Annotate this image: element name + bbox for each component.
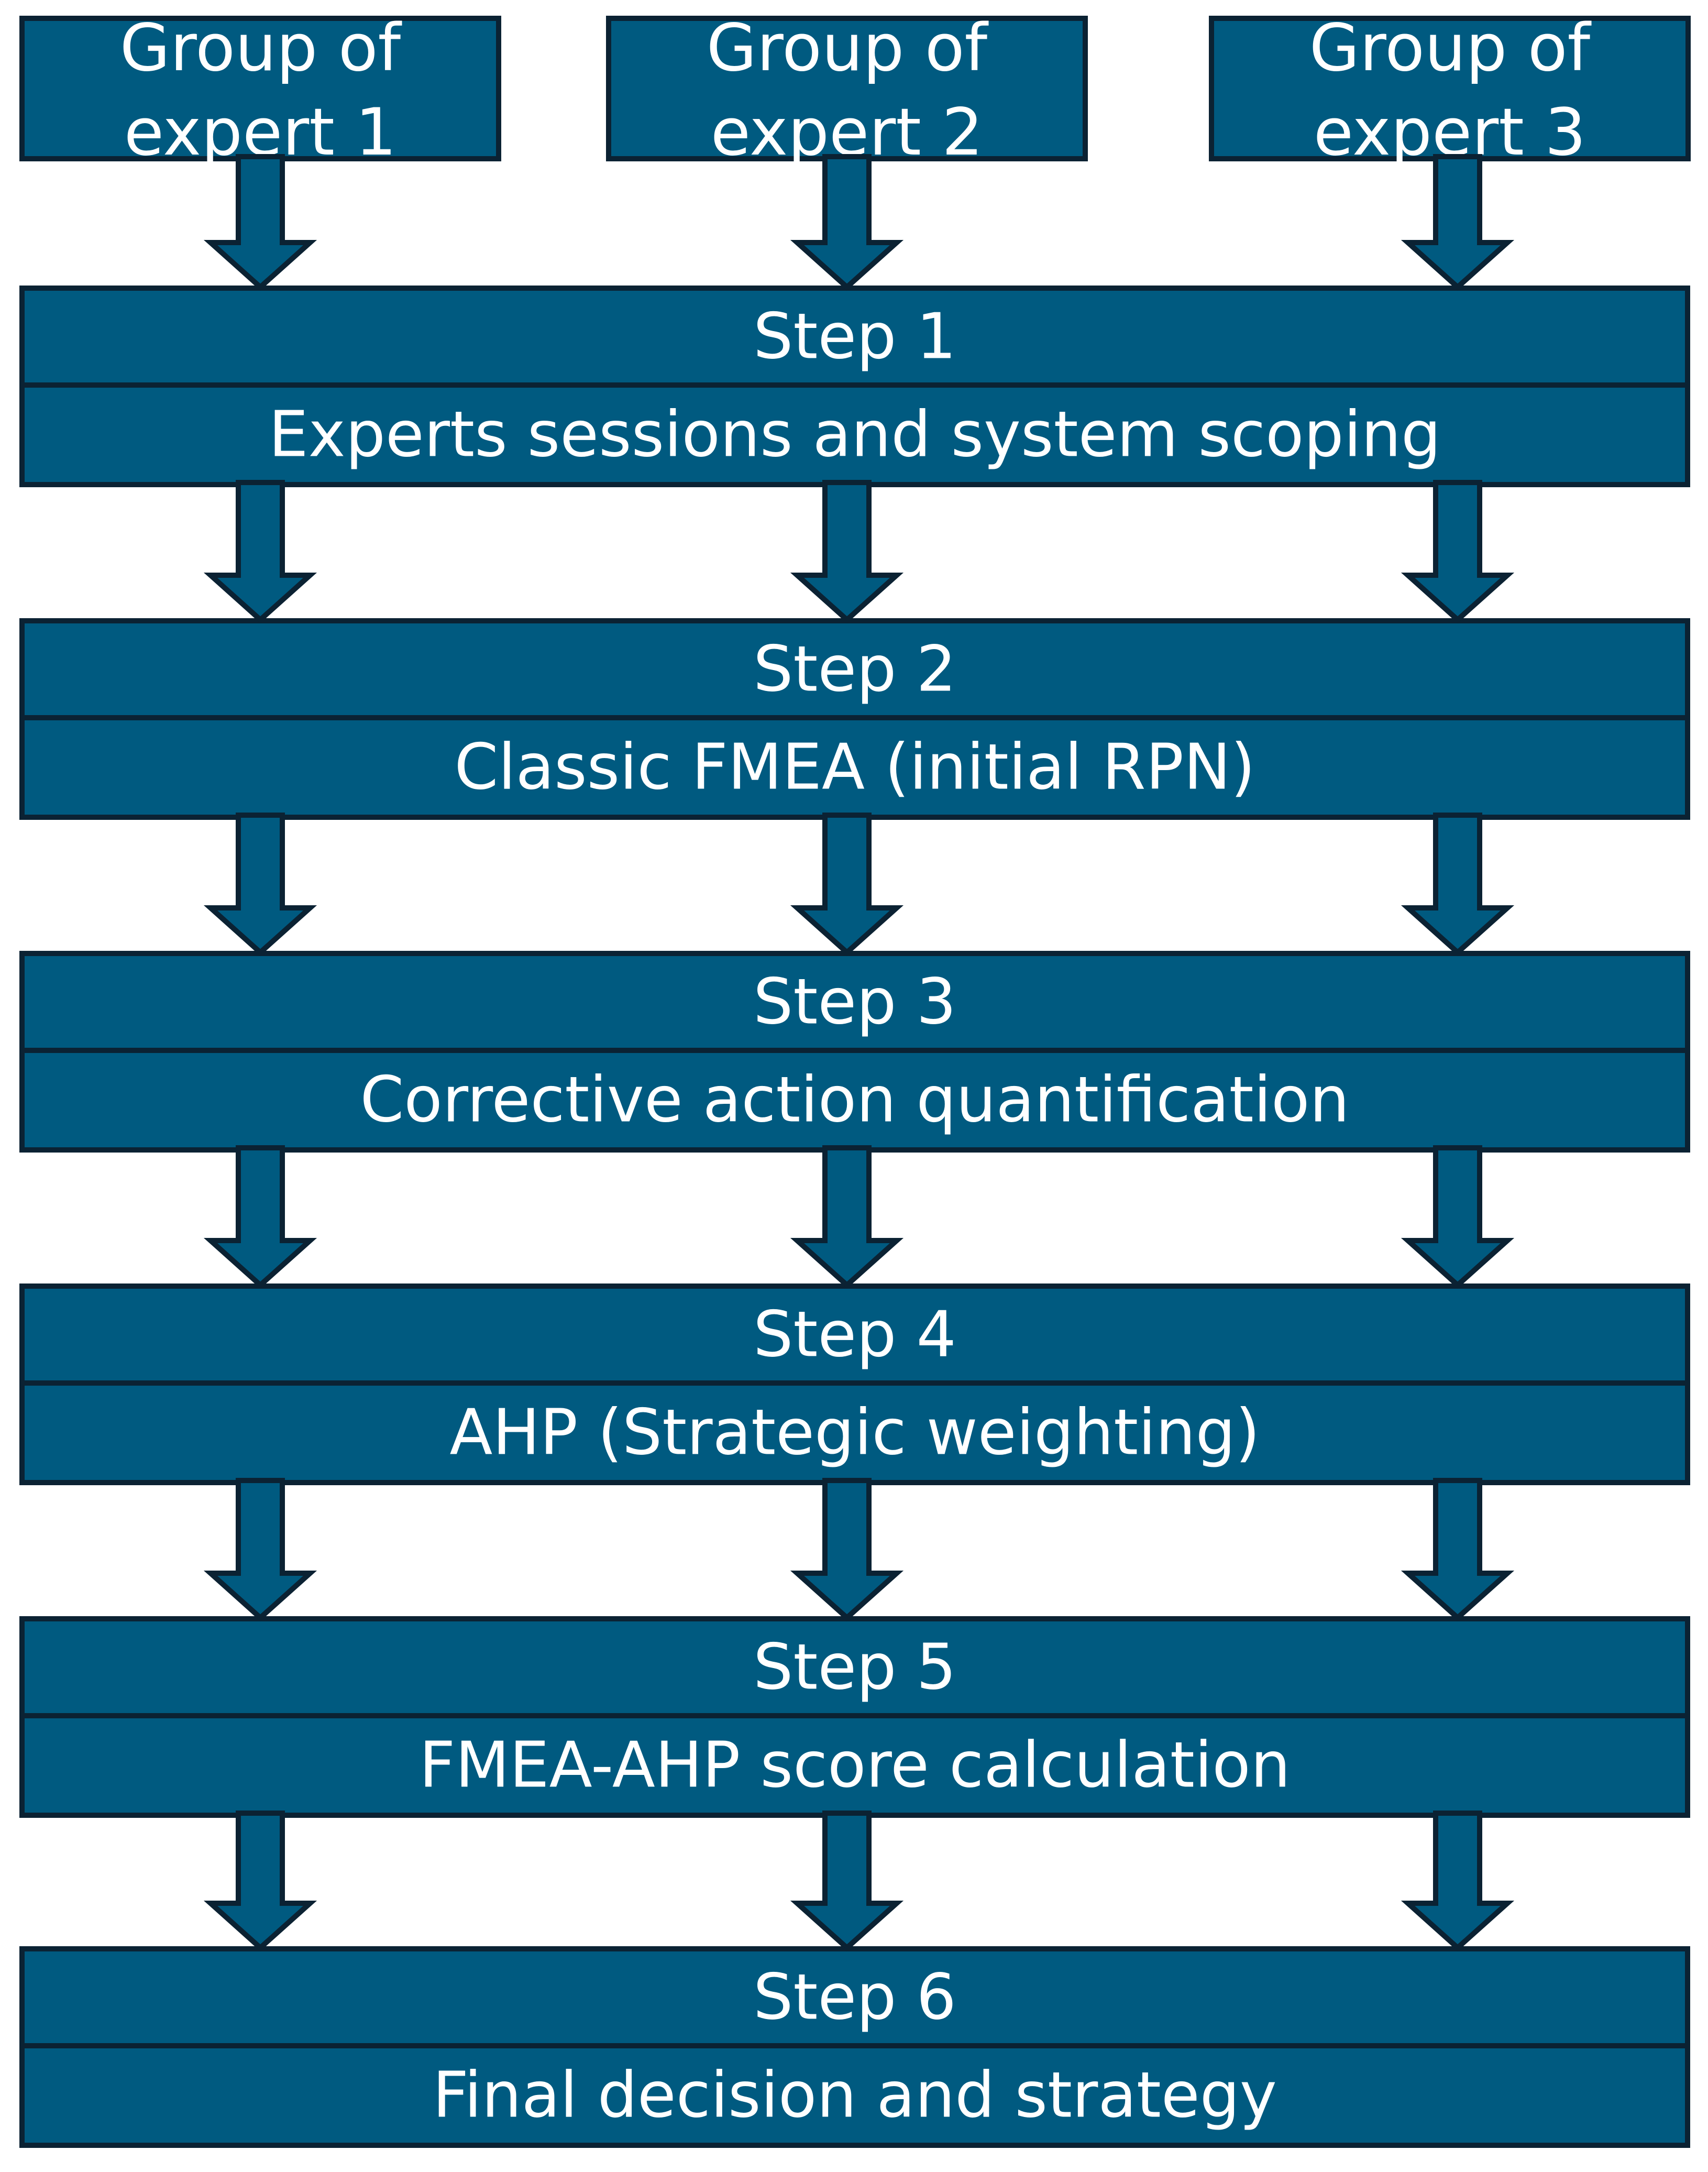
expert-group-3-box <box>1209 16 1691 161</box>
step-2-description: Classic FMEA (initial RPN) <box>454 731 1255 804</box>
down-arrow-icon <box>1401 1811 1515 1951</box>
down-arrow-icon <box>1401 154 1515 291</box>
down-arrow-icon <box>1401 1145 1515 1289</box>
step-5-description-box <box>19 1713 1690 1818</box>
step-3: Step 3 Corrective action quantification <box>19 951 1690 1153</box>
step-3-title: Step 3 <box>753 966 956 1039</box>
step-6-title-box <box>19 1946 1690 2048</box>
step-5-title-box <box>19 1616 1690 1718</box>
down-arrow-icon <box>790 1145 904 1289</box>
down-arrow-icon <box>203 1811 317 1951</box>
expert-group-2: Group of expert 2 <box>606 10 1088 170</box>
step-6: Step 6 Final decision and strategy <box>19 1946 1690 2148</box>
expert-group-1: Group of expert 1 <box>19 10 501 170</box>
step-2-title: Step 2 <box>753 633 956 706</box>
expert-group-1-box <box>19 16 501 161</box>
step-2: Step 2 Classic FMEA (initial RPN) <box>19 618 1690 820</box>
down-arrow-icon <box>790 1478 904 1621</box>
down-arrow-icon <box>790 813 904 956</box>
step-1: Step 1 Experts sessions and system scopi… <box>19 286 1690 487</box>
step-5: Step 5 FMEA-AHP score calculation <box>19 1616 1690 1818</box>
expert-group-1-line1: Group of <box>120 10 403 86</box>
down-arrow-icon <box>203 480 317 623</box>
down-arrow-icon <box>203 1145 317 1289</box>
expert-group-2-box <box>606 16 1088 161</box>
step-4-title: Step 4 <box>753 1299 956 1372</box>
expert-group-2-line1: Group of <box>707 10 989 86</box>
step-6-description-box <box>19 2043 1690 2148</box>
step-6-description: Final decision and strategy <box>433 2059 1277 2132</box>
expert-group-3: Group of expert 3 <box>1209 10 1691 170</box>
step-6-title: Step 6 <box>753 1961 956 2034</box>
down-arrow-icon <box>1401 1478 1515 1621</box>
down-arrow-icon <box>203 1478 317 1621</box>
expert-group-3-line1: Group of <box>1309 10 1592 86</box>
step-4: Step 4 AHP (Strategic weighting) <box>19 1284 1690 1485</box>
step-5-description: FMEA-AHP score calculation <box>419 1729 1291 1802</box>
step-4-description-box <box>19 1380 1690 1485</box>
down-arrow-icon <box>790 1811 904 1951</box>
down-arrow-icon <box>790 480 904 623</box>
step-4-description: AHP (Strategic weighting) <box>449 1397 1260 1469</box>
down-arrow-icon <box>1401 480 1515 623</box>
down-arrow-icon <box>1401 813 1515 956</box>
connector-arrows <box>203 154 1515 1951</box>
step-1-description: Experts sessions and system scoping <box>269 399 1441 471</box>
down-arrow-icon <box>790 154 904 291</box>
step-5-title: Step 5 <box>753 1631 956 1704</box>
step-3-description: Corrective action quantification <box>360 1064 1349 1137</box>
down-arrow-icon <box>203 813 317 956</box>
down-arrow-icon <box>203 154 317 291</box>
step-1-title: Step 1 <box>753 301 956 374</box>
step-2-description-box <box>19 715 1690 820</box>
step-3-title-box <box>19 951 1690 1053</box>
step-3-description-box <box>19 1048 1690 1153</box>
